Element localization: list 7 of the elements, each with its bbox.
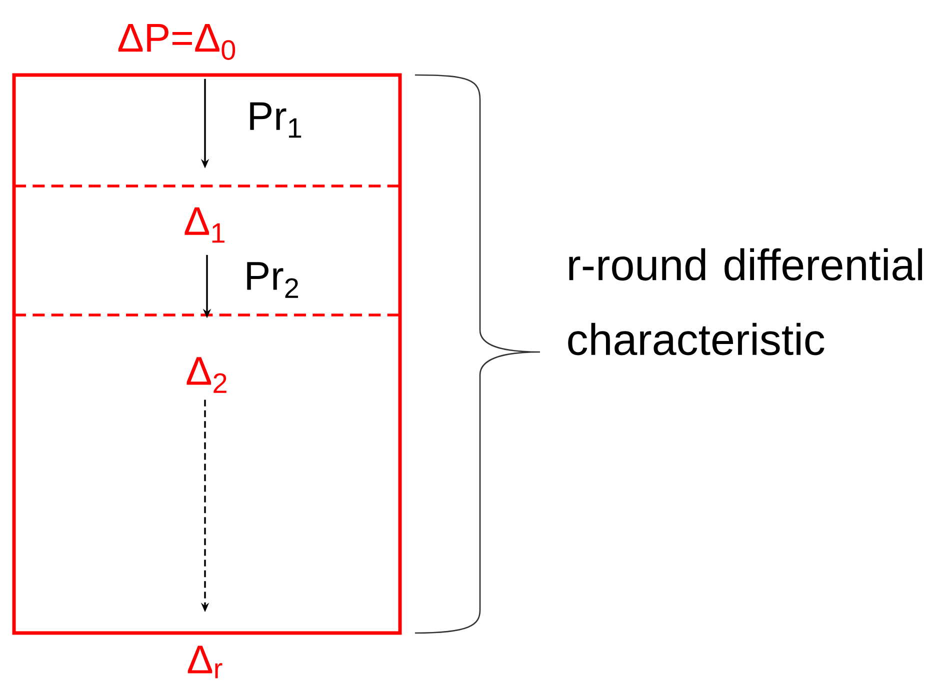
state-label: ΔP=Δ$_{0}$: [118, 24, 236, 60]
edge-label: Pr$_{1}$: [250, 102, 302, 138]
state-label: Δ$_{2}$: [186, 357, 226, 393]
edge-label: Pr$_{2}$: [247, 262, 298, 298]
state-label: Δ$_{r}$: [188, 646, 222, 678]
state-label: Δ$_{1}$: [184, 207, 224, 243]
brace-caption: r-round differential characteristic: [568, 248, 922, 356]
